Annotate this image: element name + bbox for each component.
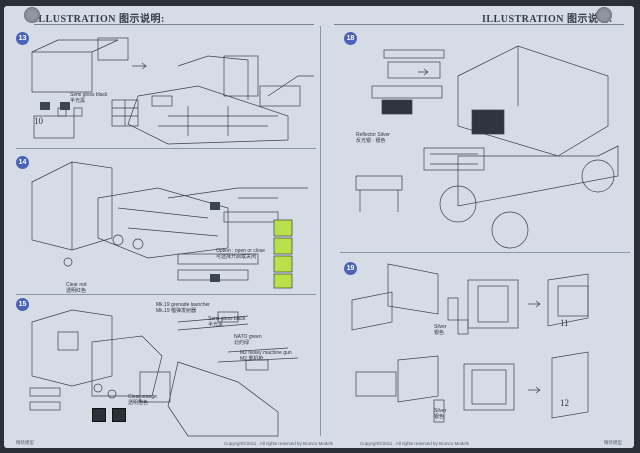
step-15-diagram [29, 309, 299, 437]
page-fold [320, 26, 321, 436]
footer-copyright-right: Copyright©2011 . All rights reserved by … [360, 441, 470, 446]
step-19-badge: 19 [344, 262, 357, 275]
header-rule-right [334, 24, 624, 25]
footer-copyright-left: Copyright©2011 . All rights reserved by … [224, 441, 334, 446]
paint-swatch [92, 408, 106, 422]
cement-icon [210, 202, 220, 210]
instruction-sheet: ILLUSTRATION 图示说明: ILLUSTRATION 图示说明: 13… [4, 6, 634, 448]
cement-icon [40, 102, 50, 110]
header-title-right: ILLUSTRATION 图示说明: [482, 14, 613, 25]
header-title-left: ILLUSTRATION 图示说明: [34, 14, 165, 25]
subassembly-12: 12 [560, 398, 569, 408]
header-rule-left [34, 24, 314, 25]
punch-hole [24, 7, 40, 23]
cement-icon [60, 102, 70, 110]
step-19-diagram [351, 263, 589, 423]
step-divider [16, 148, 316, 149]
subassembly-10: 10 [34, 116, 43, 126]
cement-icon [210, 274, 220, 282]
subassembly-11: 11 [560, 318, 569, 328]
step-14-badge: 14 [16, 156, 29, 169]
footer-left: 精装模型 [16, 440, 34, 445]
step-14-diagram [31, 161, 308, 289]
step-13-diagram [31, 37, 314, 145]
step-18-badge: 18 [344, 32, 357, 45]
paint-swatch [112, 408, 126, 422]
step-divider [340, 252, 630, 253]
footer-right: 精装模型 [604, 440, 622, 445]
punch-hole [596, 7, 612, 23]
step-13-badge: 13 [16, 32, 29, 45]
step-15-badge: 15 [16, 298, 29, 311]
step-divider [16, 294, 316, 295]
step-18-diagram [355, 45, 619, 249]
